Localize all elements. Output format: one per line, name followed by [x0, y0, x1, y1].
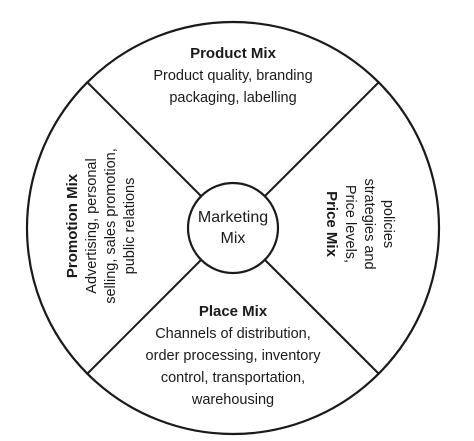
divider-top-right	[264, 81, 380, 197]
product-mix-sector: Product Mix Product quality, branding pa…	[153, 45, 312, 106]
center-label: Marketing Mix	[198, 209, 268, 247]
divider-bottom-left	[86, 259, 202, 375]
product-mix-line-2: packaging, labelling	[169, 90, 296, 106]
price-mix-line-1: Price levels,	[342, 185, 358, 263]
promotion-mix-line-1: Advertising, personal	[84, 158, 100, 293]
center-line-2: Mix	[221, 230, 246, 247]
place-mix-sector: Place Mix Channels of distribution, orde…	[146, 303, 322, 408]
divider-bottom-right	[264, 259, 380, 375]
divider-top-left	[86, 81, 202, 197]
outer-circle	[25, 20, 441, 436]
product-mix-title: Product Mix	[190, 45, 276, 62]
place-mix-line-2: order processing, inventory	[146, 348, 322, 364]
center-line-1: Marketing	[198, 209, 268, 226]
place-mix-line-4: warehousing	[191, 392, 274, 408]
price-mix-sector: Price Mix Price levels, strategies and p…	[323, 178, 396, 269]
promotion-mix-line-2: selling, sales promotion,	[103, 148, 119, 304]
inner-circle	[186, 181, 280, 275]
product-mix-line-1: Product quality, branding	[153, 68, 312, 84]
place-mix-line-1: Channels of distribution,	[155, 326, 311, 342]
promotion-mix-title: Promotion Mix	[64, 173, 81, 278]
promotion-mix-line-3: public relations	[122, 178, 138, 275]
price-mix-line-3: policies	[380, 200, 396, 248]
place-mix-line-3: control, transportation,	[161, 370, 305, 386]
price-mix-line-2: strategies and	[361, 178, 377, 269]
place-mix-title: Place Mix	[199, 303, 268, 320]
price-mix-title: Price Mix	[323, 191, 340, 258]
promotion-mix-sector: Promotion Mix Advertising, personal sell…	[64, 148, 138, 304]
